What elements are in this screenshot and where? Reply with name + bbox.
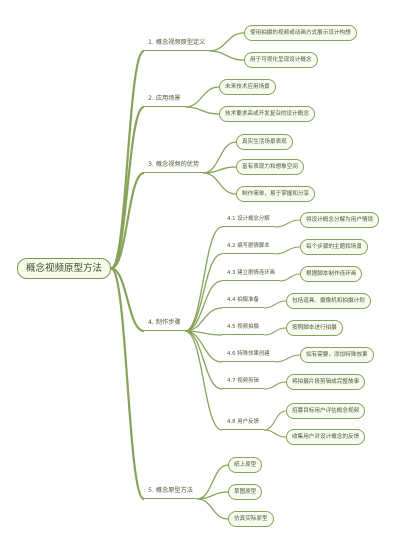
connector-branch-steps-step-4-3 [184,280,223,332]
scenario-item-1[interactable]: 未来技术应用场景 [219,79,276,95]
connector-step-4-6-step-4-6-detail [274,354,301,363]
branch-steps[interactable]: 4. 制作步骤 [144,316,185,331]
step-4-1[interactable]: 4.1 设计概念分解 [222,213,275,227]
method-paper[interactable]: 纸上原型 [228,457,263,473]
connector-root-topic-branch-steps [110,267,145,333]
connector-root-topic-branch-advantages [110,171,145,270]
step-4-7-detail[interactable]: 将拍摄片段剪辑成完整故事 [286,374,366,390]
definition-item-2[interactable]: 用于可视化呈现设计概念 [244,52,318,68]
connector-step-4-7-step-4-7-detail [263,381,287,390]
connector-branch-steps-step-4-4 [184,307,223,332]
connector-branch-advantages-advantage-item-2 [202,166,237,174]
branch-scenarios[interactable]: 2. 应用场景 [144,92,185,107]
connector-branch-steps-step-4-2 [184,253,223,332]
connector-branch-advantages-advantage-item-3 [202,172,237,195]
connector-root-topic-branch-prototype-methods [109,267,146,501]
step-4-8-detail-2[interactable]: 收集用户对设计概念的反馈 [286,429,366,445]
branch-advantages[interactable]: 3. 概念视频的优势 [144,158,204,173]
connector-step-4-5-step-4-5-detail [263,327,287,336]
connector-branch-steps-step-4-1 [184,226,223,332]
connector-root-topic-branch-definition [109,49,146,270]
step-4-1-detail[interactable]: 将设计概念分解为用户情境 [300,212,380,228]
connector-branch-steps-step-4-8 [184,330,223,431]
connector-branch-definition-definition-item-2 [208,50,245,61]
step-4-4[interactable]: 4.4 拍摄准备 [222,294,264,308]
advantage-item-3[interactable]: 制作简单，易于掌握和分享 [236,186,316,202]
branch-prototype-methods[interactable]: 5. 概念原型方法 [144,484,197,499]
connector-root-topic-branch-scenarios [110,105,145,270]
step-4-2[interactable]: 4.2 编写剧情脚本 [222,240,275,254]
step-4-3[interactable]: 4.3 建立剧情连环画 [222,267,281,281]
connector-step-4-8-step-4-8-detail-1 [263,410,287,431]
step-4-7[interactable]: 4.7 视频剪辑 [222,375,264,389]
connector-branch-steps-step-4-6 [184,330,223,363]
connector-step-4-2-step-4-2-detail [274,246,301,255]
connector-branch-advantages-advantage-item-1 [202,141,237,174]
step-4-5[interactable]: 4.5 视频拍摄 [222,321,264,335]
connector-branch-scenarios-scenario-item-2 [184,106,220,115]
step-4-3-detail[interactable]: 根据脚本制作连环画 [300,266,363,282]
step-4-8[interactable]: 4.8 用户反馈 [222,416,264,430]
connector-branch-definition-definition-item-1 [208,32,245,52]
scenario-item-2[interactable]: 技术要求高或开发复杂的设计概念 [219,106,315,122]
connector-step-4-4-step-4-4-detail [263,300,287,309]
advantage-item-2[interactable]: 富有表现力和想象空间 [236,159,304,175]
connector-branch-prototype-methods-method-simulation [196,498,229,520]
method-sketch[interactable]: 草图原型 [228,484,263,500]
connector-step-4-3-step-4-3-detail [279,273,301,282]
connector-step-4-8-step-4-8-detail-2 [263,429,287,438]
step-4-5-detail[interactable]: 按照脚本进行拍摄 [286,320,343,336]
connector-branch-steps-step-4-7 [184,330,223,390]
method-simulation[interactable]: 仿真实际原型 [228,511,274,527]
step-4-8-detail-1[interactable]: 招募目标用户评估概念视频 [286,403,366,419]
connector-branch-scenarios-scenario-item-1 [184,86,220,108]
step-4-6[interactable]: 4.6 特殊效果创建 [222,348,275,362]
root-topic[interactable]: 概念视频原型方法 [17,258,112,279]
step-4-4-detail[interactable]: 包括道具、摄像机和拍摄计划 [286,293,371,309]
step-4-6-detail[interactable]: 如有需要，添加特殊效果 [300,347,374,363]
branch-definition[interactable]: 1. 概念视频原型定义 [144,36,210,51]
connector-step-4-1-step-4-1-detail [274,219,301,228]
definition-item-1[interactable]: 使用拍摄的视频或动画方式展示设计构想 [244,25,357,41]
advantage-item-1[interactable]: 真实生活场景表现 [236,134,293,150]
step-4-2-detail[interactable]: 每个步骤的主题和场景 [300,239,368,255]
connector-branch-prototype-methods-method-paper [196,464,229,500]
